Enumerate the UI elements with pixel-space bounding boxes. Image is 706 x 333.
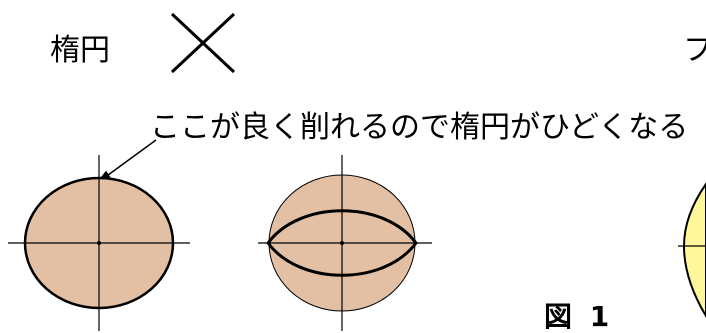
annotation-arrow [95, 139, 157, 184]
left-ellipse-shape [8, 155, 190, 331]
right-cut-label: フ [683, 33, 706, 68]
ellipse-label: 楕円 [50, 33, 110, 68]
figure-label: 図 1 [544, 300, 614, 333]
right-partial-shape [678, 182, 706, 318]
annotation-text: ここが良く削れるので楕円がひどくなる [150, 110, 689, 145]
cross-mark-icon [170, 12, 236, 74]
middle-lens-shape [258, 155, 432, 331]
